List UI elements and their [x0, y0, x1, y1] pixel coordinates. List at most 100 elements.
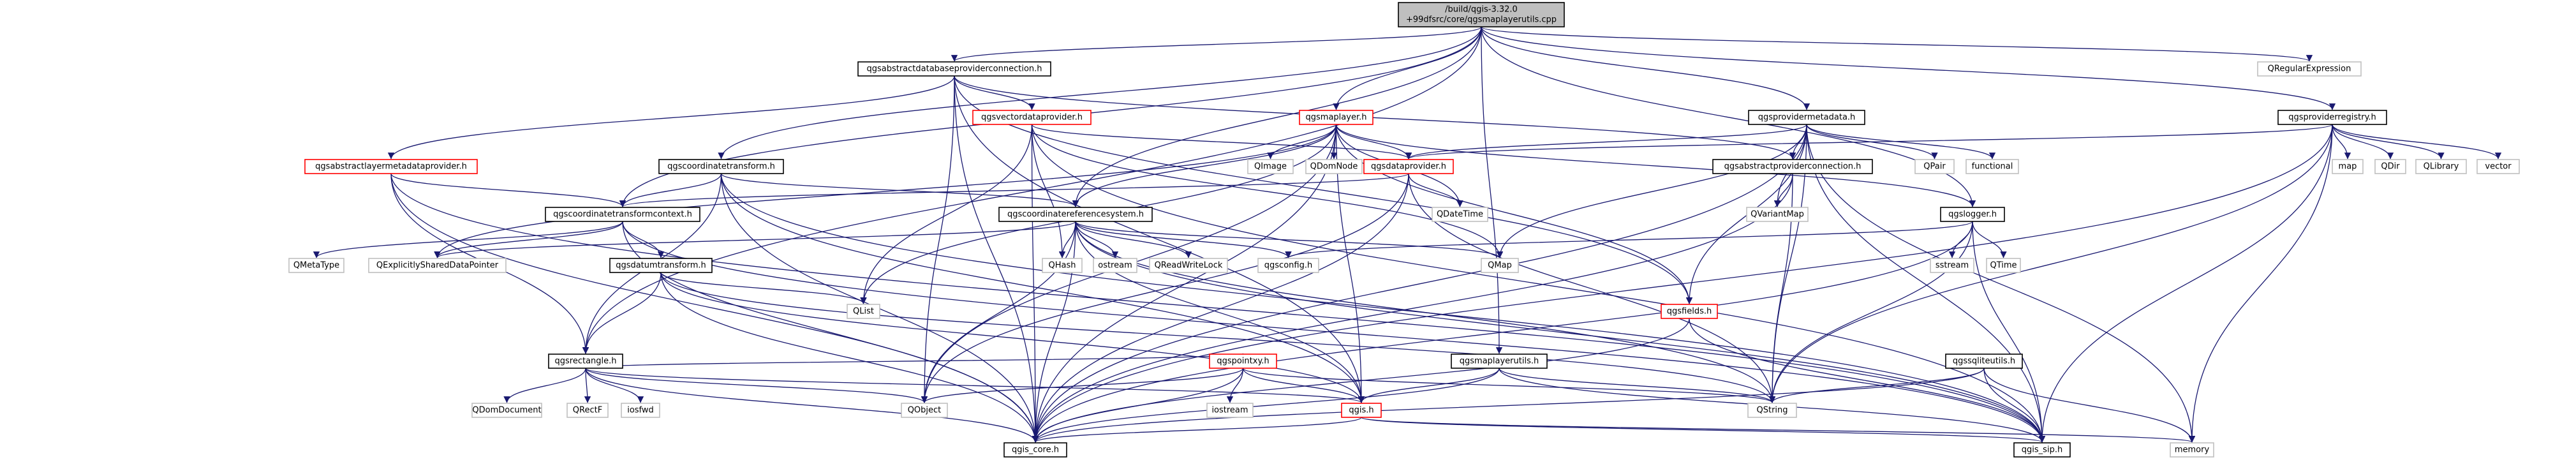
edge-root-to-logger [1481, 26, 1976, 207]
node-label-memory: memory [2175, 445, 2210, 455]
edge-maplayer-to-crs [1072, 124, 1337, 207]
node-label-map: map [2339, 162, 2357, 172]
node-datumxform[interactable]: qgsdatumtransform.h [609, 258, 713, 273]
node-label-dataprovider: qgsdataprovider.h [1371, 162, 1446, 172]
node-box-qlist [847, 304, 880, 319]
node-qmap: QMap [1481, 258, 1519, 273]
node-qlist: QList [847, 304, 880, 319]
node-box-maplayerutils [1451, 354, 1548, 369]
node-label-vdp: qgsvectordataprovider.h [981, 113, 1083, 123]
node-sstream: sstream [1930, 258, 1974, 273]
edge-dbconn-to-ablayermeta [387, 75, 955, 160]
node-label-rect: qgsrectangle.h [554, 357, 616, 366]
node-label-pointxy: qgspointxy.h [1217, 357, 1269, 366]
edge-qgis-to-qgissip [1361, 417, 2045, 443]
edge-dbconn-to-abprovconn [954, 75, 1796, 160]
edge-maplayerutils-to-qgiscore [1032, 368, 1500, 443]
node-box-vector [2476, 159, 2520, 174]
node-logger[interactable]: qgslogger.h [1940, 207, 2005, 222]
edge-rect-to-pointxy [585, 353, 1246, 369]
edge-datumxform-to-qgiscore [660, 272, 1039, 443]
node-label-qpair: QPair [1923, 162, 1946, 172]
node-qgissip[interactable]: qgis_sip.h [2013, 442, 2071, 458]
node-vdp[interactable]: qgsvectordataprovider.h [972, 110, 1092, 125]
node-label-qdomnode: QDomNode [1310, 162, 1358, 172]
edge-root-to-regex [1481, 26, 2313, 62]
node-functional: functional [1965, 159, 2019, 174]
node-coordxform[interactable]: qgscoordinatetransform.h [658, 159, 784, 174]
node-label-datumxform: qgsdatumtransform.h [616, 261, 706, 271]
node-label-maplayer: qgsmaplayer.h [1306, 113, 1367, 123]
node-ablayermeta[interactable]: qgsabstractlayermetadataprovider.h [304, 159, 478, 174]
edge-dataprovider-to-qdatetime [1408, 173, 1463, 207]
node-box-vdp [972, 110, 1092, 125]
node-label-vector: vector [2485, 162, 2512, 172]
node-providermeta[interactable]: qgsprovidermetadata.h [1748, 110, 1865, 125]
edge-vdp-to-qmap [1031, 124, 1504, 258]
edge-sqliteutils-to-qgiscore [1032, 368, 1985, 443]
edge-providermeta-to-qgiscore [1032, 124, 1807, 443]
edge-crs-to-qobject [921, 221, 1076, 403]
edge-maplayer-to-qimage [1267, 124, 1337, 160]
node-maplayerutils[interactable]: qgsmaplayerutils.h [1451, 354, 1548, 369]
node-box-qvariantmap [1746, 207, 1809, 222]
node-sqliteutils[interactable]: qgssqliteutils.h [1945, 354, 2023, 369]
node-crs[interactable]: qgscoordinatereferencesystem.h [998, 207, 1153, 222]
node-qmetatype: QMetaType [288, 258, 344, 273]
node-box-root [1398, 2, 1565, 27]
node-qdatetime: QDateTime [1432, 207, 1488, 222]
edge-root-to-providermeta [1481, 26, 1810, 110]
node-box-qpair [1914, 159, 1955, 174]
edge-crs-to-qesdp [434, 221, 1076, 258]
node-pointxy[interactable]: qgspointxy.h [1209, 354, 1277, 369]
edge-registry-to-memory [2188, 124, 2333, 443]
node-qdir: QDir [2374, 159, 2406, 174]
edge-registry-to-qstring [1768, 124, 2333, 403]
node-box-dataprovider [1363, 159, 1454, 174]
node-label-logger: qgslogger.h [1948, 210, 1997, 220]
node-box-qlibrary [2415, 159, 2467, 174]
node-label-qrectf: QRectF [573, 406, 602, 415]
node-label-sstream: sstream [1936, 261, 1969, 271]
node-qvariantmap: QVariantMap [1746, 207, 1809, 222]
edge-root-to-dbconn [951, 26, 1482, 62]
node-box-map [2332, 159, 2364, 174]
node-label-providermeta: qgsprovidermetadata.h [1758, 113, 1856, 123]
node-label-qlibrary: QLibrary [2424, 162, 2459, 172]
edge-vdp-to-qlist [860, 124, 1033, 304]
node-label-qtime: QTime [1990, 261, 2017, 271]
edge-coordxform-to-crs [720, 173, 1079, 207]
node-box-coordxform [658, 159, 784, 174]
node-box-iosfwd [621, 403, 660, 418]
node-iostream: iostream [1206, 403, 1254, 418]
node-box-xformctx [545, 207, 700, 222]
node-label-qdomdoc: QDomDocument [472, 406, 541, 415]
edge-root-to-maplayer [1333, 26, 1482, 110]
node-rect[interactable]: qgsrectangle.h [548, 354, 623, 369]
node-dataprovider[interactable]: qgsdataprovider.h [1363, 159, 1454, 174]
node-maplayer[interactable]: qgsmaplayer.h [1299, 110, 1373, 125]
node-registry[interactable]: qgsproviderregistry.h [2277, 110, 2387, 125]
edge-datumxform-to-qgis [660, 272, 1365, 403]
node-xformctx[interactable]: qgscoordinatetransformcontext.h [545, 207, 700, 222]
node-fields[interactable]: qgsfields.h [1661, 304, 1718, 319]
node-dbconn[interactable]: qgsabstractdatabaseproviderconnection.h [857, 61, 1051, 77]
node-layer: /build/qgis-3.32.0+99dfsrc/core/qgsmapla… [288, 2, 2520, 458]
node-box-functional [1965, 159, 2019, 174]
node-qgiscore[interactable]: qgis_core.h [1003, 442, 1067, 458]
node-box-ostream [1093, 258, 1137, 273]
node-label-iostream: iostream [1211, 406, 1248, 415]
edge-crs-to-config [1075, 221, 1292, 258]
node-abprovconn[interactable]: qgsabstractproviderconnection.h [1712, 159, 1873, 174]
node-box-providermeta [1748, 110, 1865, 125]
node-qlibrary: QLibrary [2415, 159, 2467, 174]
node-label-root: /build/qgis-3.32.0 [1445, 5, 1518, 15]
node-box-memory [2170, 442, 2214, 458]
edge-maplayer-to-fields [1335, 124, 1693, 304]
edge-pointxy-to-qgis [1242, 368, 1365, 403]
node-qgis[interactable]: qgis.h [1341, 403, 1382, 418]
node-iosfwd: iosfwd [621, 403, 660, 418]
node-label-ostream: ostream [1098, 261, 1132, 271]
node-box-registry [2277, 110, 2387, 125]
